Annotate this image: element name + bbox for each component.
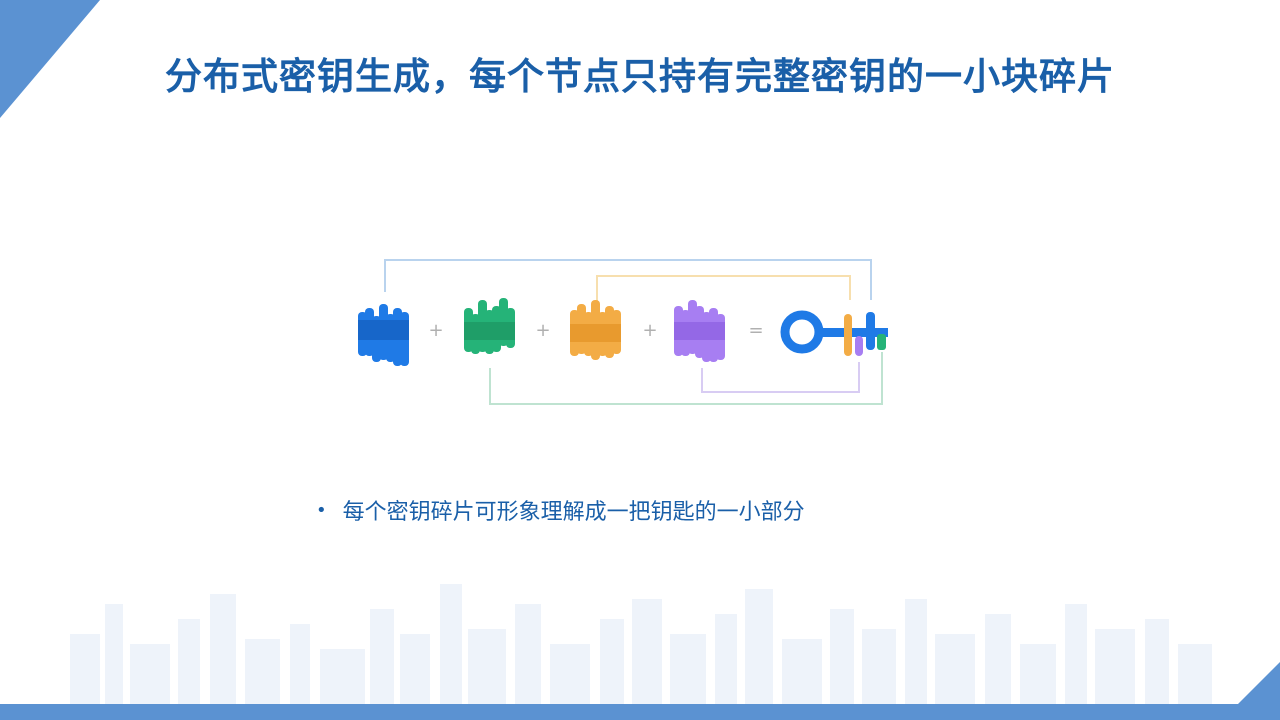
connector-blue: [384, 259, 872, 300]
bottom-accent-bar: [0, 704, 1280, 720]
key-icon: [780, 310, 888, 356]
bullet-item: • 每个密钥碎片可形象理解成一把钥匙的一小部分: [316, 494, 1016, 526]
city-skyline-background: [70, 584, 1212, 704]
plus-operator-1: +: [428, 320, 443, 341]
corner-decoration-bottom-right: [1222, 662, 1280, 720]
equals-operator: =: [748, 320, 763, 341]
connector-green: [489, 352, 883, 405]
bullet-marker: •: [316, 499, 327, 521]
corner-decoration-top-left: [0, 0, 100, 118]
connector-orange: [596, 275, 851, 302]
bullet-text: 每个密钥碎片可形象理解成一把钥匙的一小部分: [342, 500, 805, 525]
slide-title: 分布式密钥生成，每个节点只持有完整密钥的一小块碎片: [165, 55, 1115, 98]
plus-operator-2: +: [535, 320, 550, 341]
key-fragment-diagram: + + + =: [358, 259, 888, 405]
key-fragment-purple-icon: [674, 300, 725, 362]
key-fragment-green-icon: [464, 298, 515, 354]
connector-purple: [701, 362, 860, 393]
plus-operator-3: +: [642, 320, 657, 341]
key-fragment-blue-icon: [358, 304, 409, 366]
key-fragment-orange-icon: [570, 300, 621, 360]
